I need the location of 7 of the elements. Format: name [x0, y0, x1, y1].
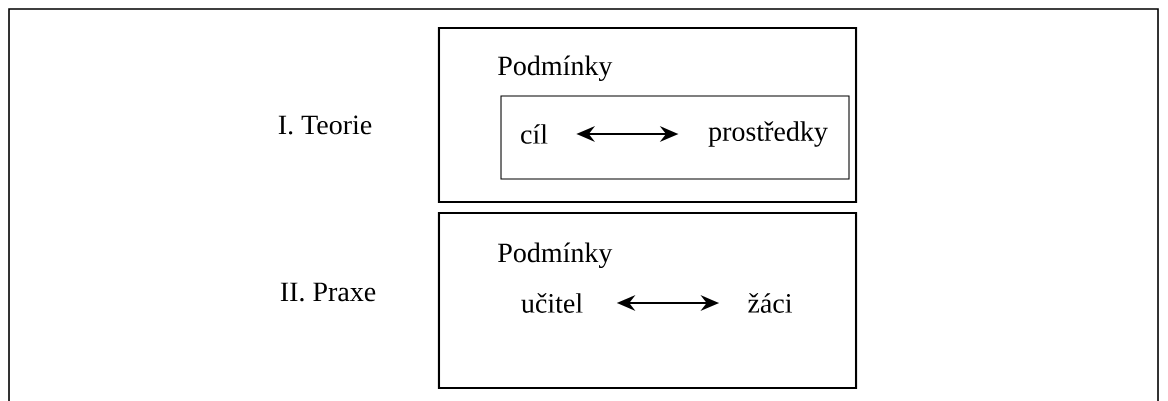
- term: prostředky: [708, 121, 828, 147]
- term: žáci: [748, 293, 793, 313]
- row-label: I. Teorie: [278, 115, 372, 135]
- term: učitel: [521, 293, 583, 313]
- frame-box: [500, 95, 850, 180]
- term: cíl: [521, 124, 548, 144]
- row-label: II. Praxe: [280, 282, 376, 302]
